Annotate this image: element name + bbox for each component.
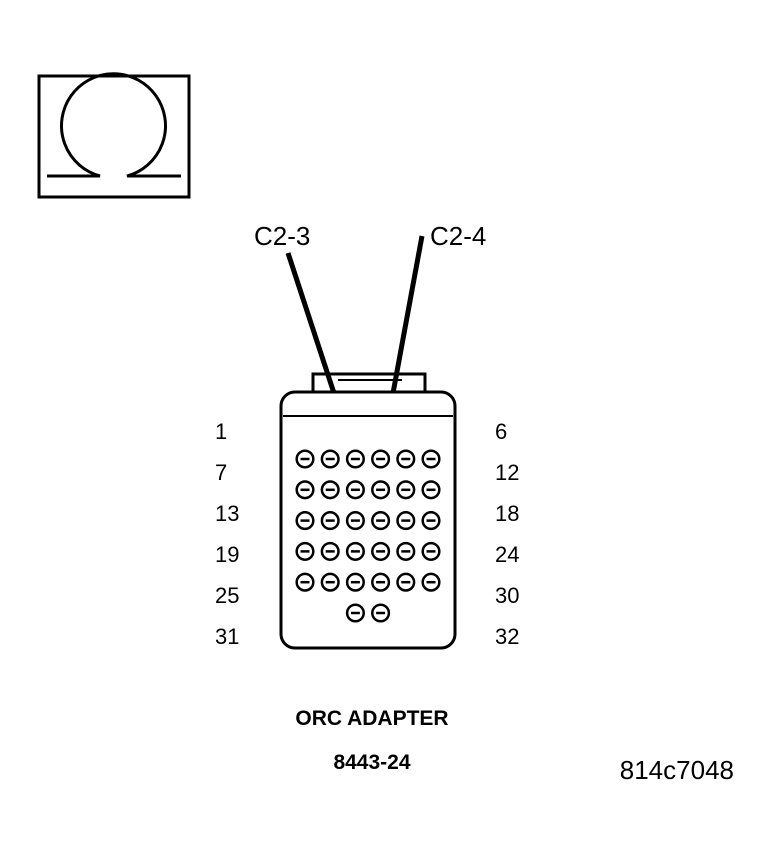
caption-part-number: 8443-24	[333, 751, 410, 774]
ohmmeter-omega-icon	[37, 72, 191, 199]
pin-number-label: 30	[495, 583, 519, 608]
pin-number-label: 25	[215, 583, 239, 608]
callout-c2-4: C2-4	[430, 221, 486, 251]
pin-number-label: 7	[215, 460, 227, 485]
pin-number-label: 24	[495, 542, 519, 567]
pin-number-label: 1	[215, 419, 227, 444]
pin-number-label: 32	[495, 624, 519, 649]
pin-number-label: 18	[495, 501, 519, 526]
figure-id: 814c7048	[620, 755, 734, 785]
pin-number-label: 19	[215, 542, 239, 567]
callout-c2-3: C2-3	[254, 221, 310, 251]
pin-number-label: 12	[495, 460, 519, 485]
pin-numbers-left: 1 7 13 19 25 31	[215, 419, 239, 649]
pin-numbers-right: 6 12 18 24 30 32	[495, 419, 519, 649]
caption-title: ORC ADAPTER	[295, 707, 448, 730]
pin-number-label: 31	[215, 624, 239, 649]
pin-cavity-grid	[295, 449, 441, 623]
pin-number-label: 6	[495, 419, 507, 444]
connector-body	[279, 372, 457, 650]
pin-number-label: 13	[215, 501, 239, 526]
